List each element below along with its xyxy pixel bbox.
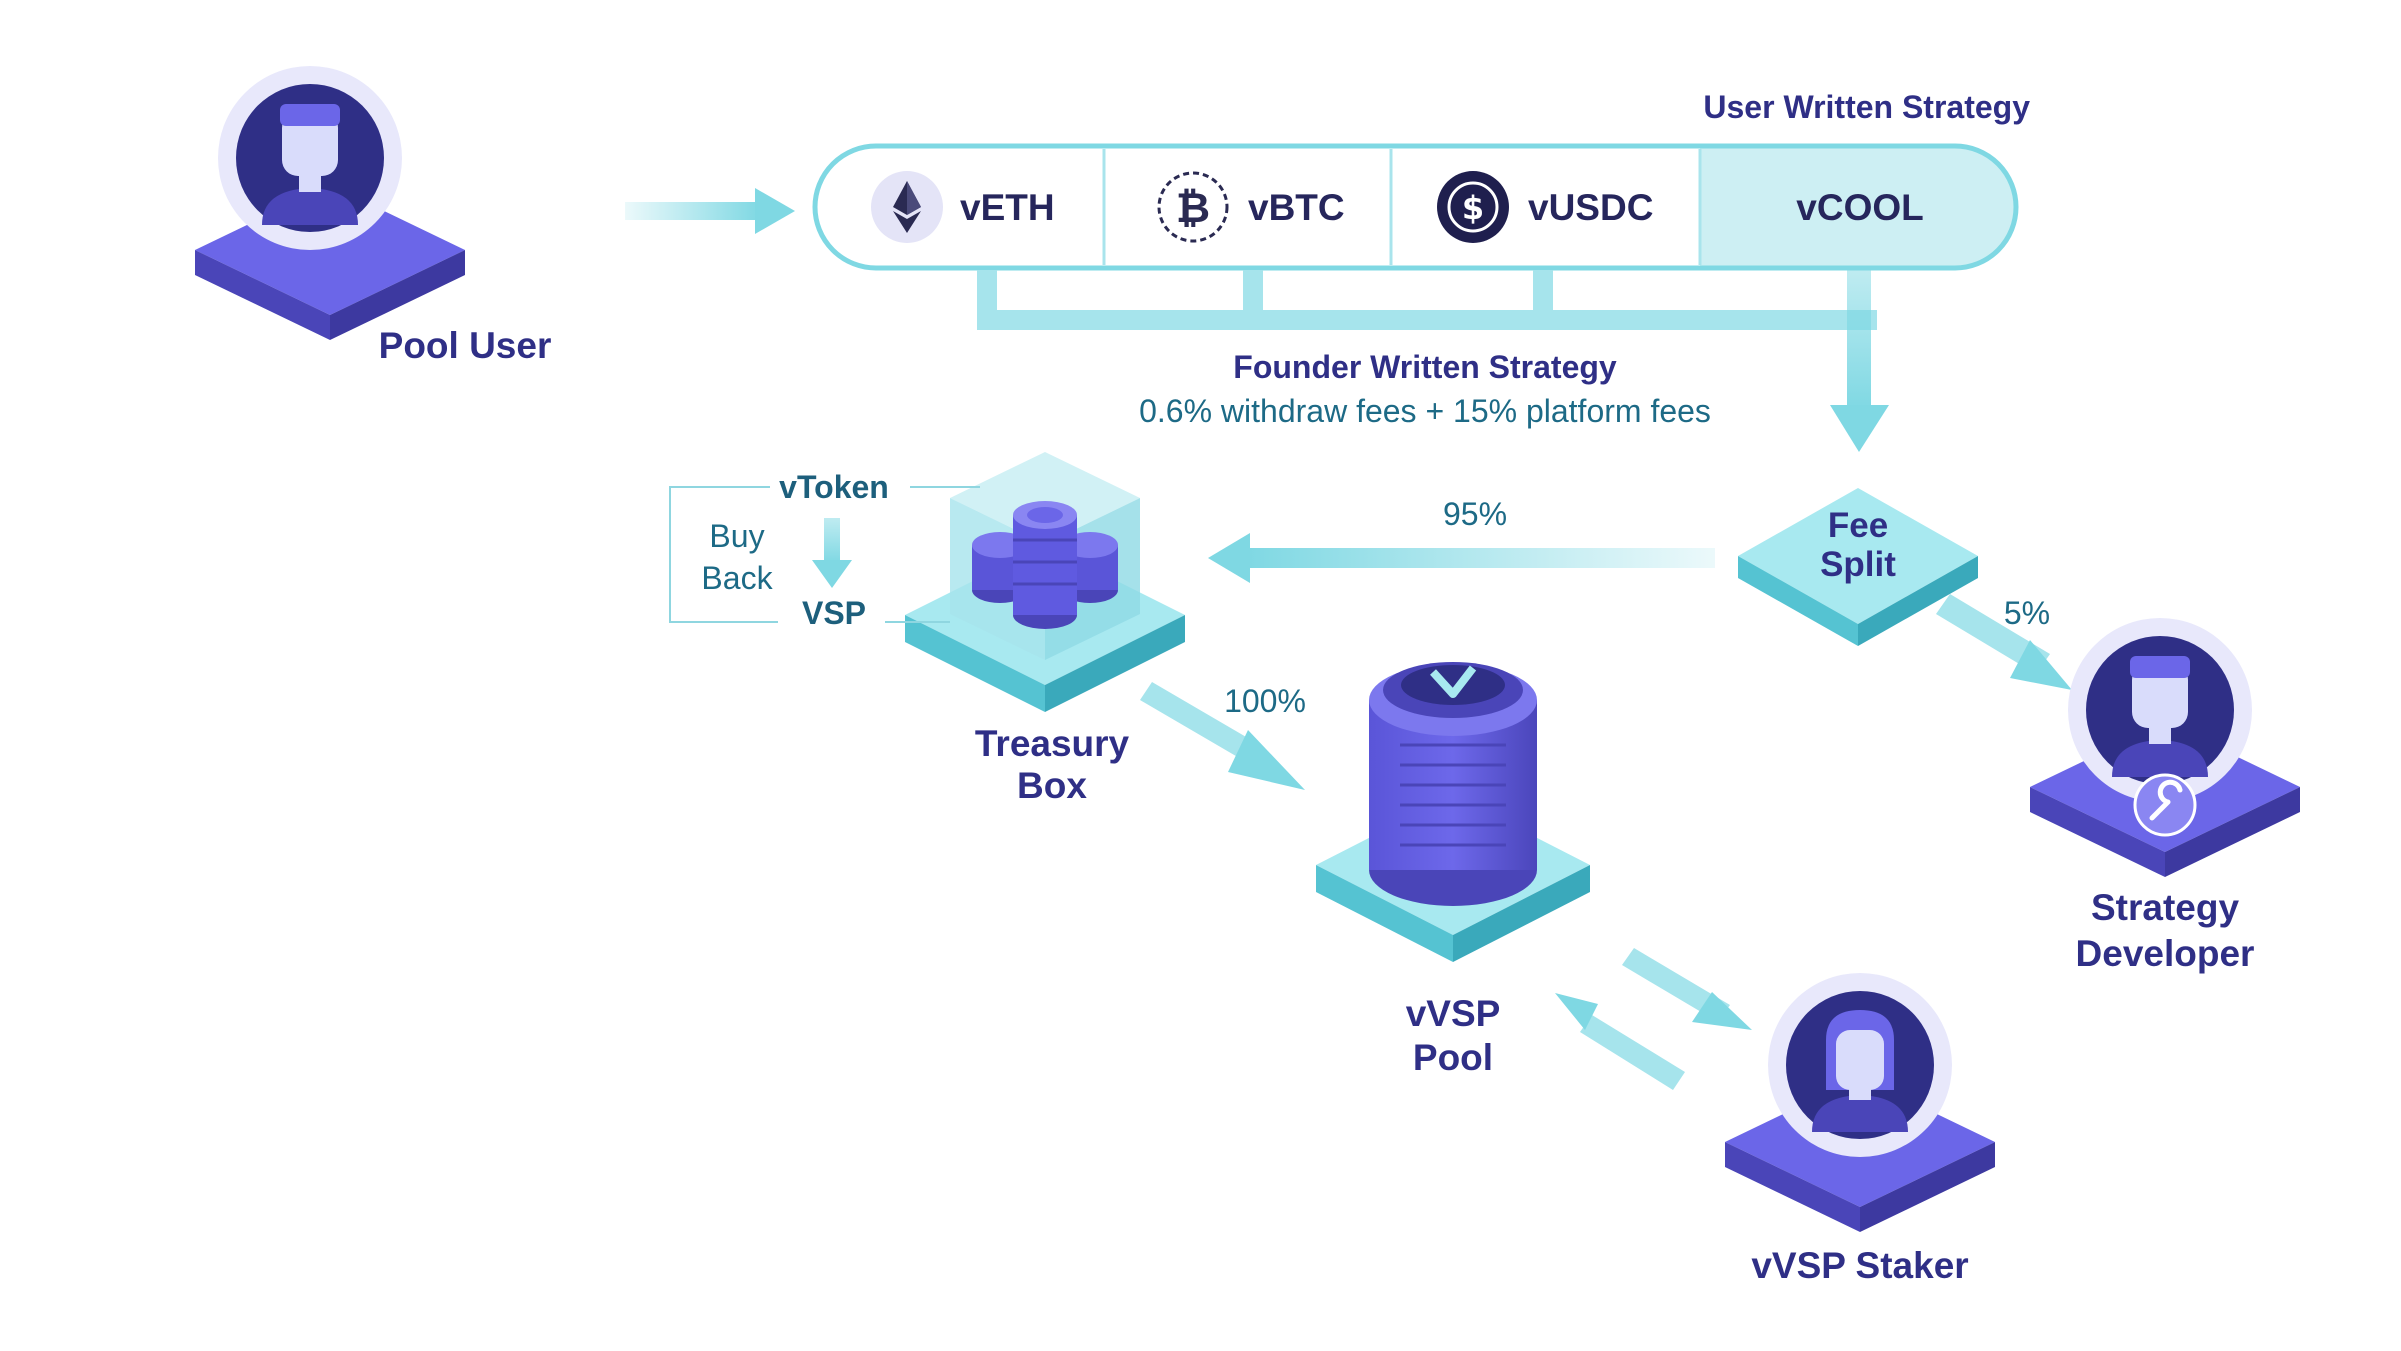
developer-avatar-icon — [2112, 656, 2208, 777]
percent-100-label: 100% — [1224, 683, 1306, 719]
staker-avatar-icon — [1812, 1010, 1908, 1132]
token-veth: vETH — [871, 171, 1055, 243]
buyback-vsp-label: VSP — [802, 595, 866, 631]
percent-5-label: 5% — [2004, 595, 2050, 631]
buyback-vtoken-label: vToken — [779, 469, 889, 505]
percent-95-label: 95% — [1443, 496, 1507, 532]
buyback-buy-label: Buy — [709, 518, 764, 554]
treasury-to-pool-arrow — [1140, 682, 1305, 790]
token-vbtc-label: vBTC — [1248, 187, 1345, 228]
svg-text:$: $ — [1462, 189, 1484, 227]
pool-to-staker-arrow — [1622, 948, 1752, 1030]
user-to-strategy-arrow — [625, 188, 795, 234]
bitcoin-icon: ₿ — [1157, 171, 1229, 243]
treasury-label-line2: Box — [1017, 765, 1087, 806]
token-vcool: vCOOL — [1796, 187, 1923, 228]
buyback-bracket — [669, 486, 980, 623]
strategy-collector-lines — [977, 270, 1889, 452]
vvsp-pool-label-line2: Pool — [1413, 1037, 1493, 1078]
fee-split-label-line1: Fee — [1828, 506, 1888, 545]
vvsp-staker-label: vVSP Staker — [1751, 1245, 1968, 1286]
ethereum-icon — [871, 171, 943, 243]
fee-to-developer-arrow — [1936, 594, 2072, 690]
vvsp-pool-node — [1316, 662, 1590, 962]
strategy-developer-node — [2030, 618, 2300, 877]
pool-user-label: Pool User — [379, 325, 552, 366]
usdc-icon: $ — [1437, 171, 1509, 243]
wrench-icon — [2133, 773, 2197, 837]
token-vusdc: $ vUSDC — [1437, 171, 1653, 243]
fee-split-node — [1738, 488, 1978, 646]
token-veth-label: vETH — [960, 187, 1055, 228]
fee-to-treasury-arrow — [1208, 533, 1715, 583]
token-pill — [812, 143, 2019, 271]
token-vbtc: ₿ vBTC — [1157, 171, 1345, 243]
staker-to-pool-arrow — [1555, 993, 1685, 1090]
coin-stack-icon — [972, 501, 1118, 629]
fee-split-label-line2: Split — [1820, 545, 1896, 584]
vvsp-pool-label-line1: vVSP — [1406, 993, 1501, 1034]
treasury-box-node — [905, 452, 1185, 712]
svg-text:₿: ₿ — [1176, 183, 1210, 232]
user-strategy-label: User Written Strategy — [1703, 89, 2030, 125]
token-vusdc-label: vUSDC — [1528, 187, 1653, 228]
founder-strategy-fees: 0.6% withdraw fees + 15% platform fees — [1139, 393, 1711, 429]
strategy-dev-label-line1: Strategy — [2091, 887, 2239, 928]
buyback-back-label: Back — [701, 560, 773, 596]
token-vcool-label: vCOOL — [1796, 187, 1923, 228]
pool-user-node — [195, 66, 465, 340]
founder-strategy-title: Founder Written Strategy — [1233, 349, 1617, 385]
strategy-dev-label-line2: Developer — [2076, 933, 2255, 974]
user-avatar-icon — [262, 104, 358, 225]
treasury-label-line1: Treasury — [975, 723, 1130, 764]
vesper-logo-icon — [1430, 665, 1477, 698]
vvsp-staker-node — [1725, 973, 1995, 1232]
